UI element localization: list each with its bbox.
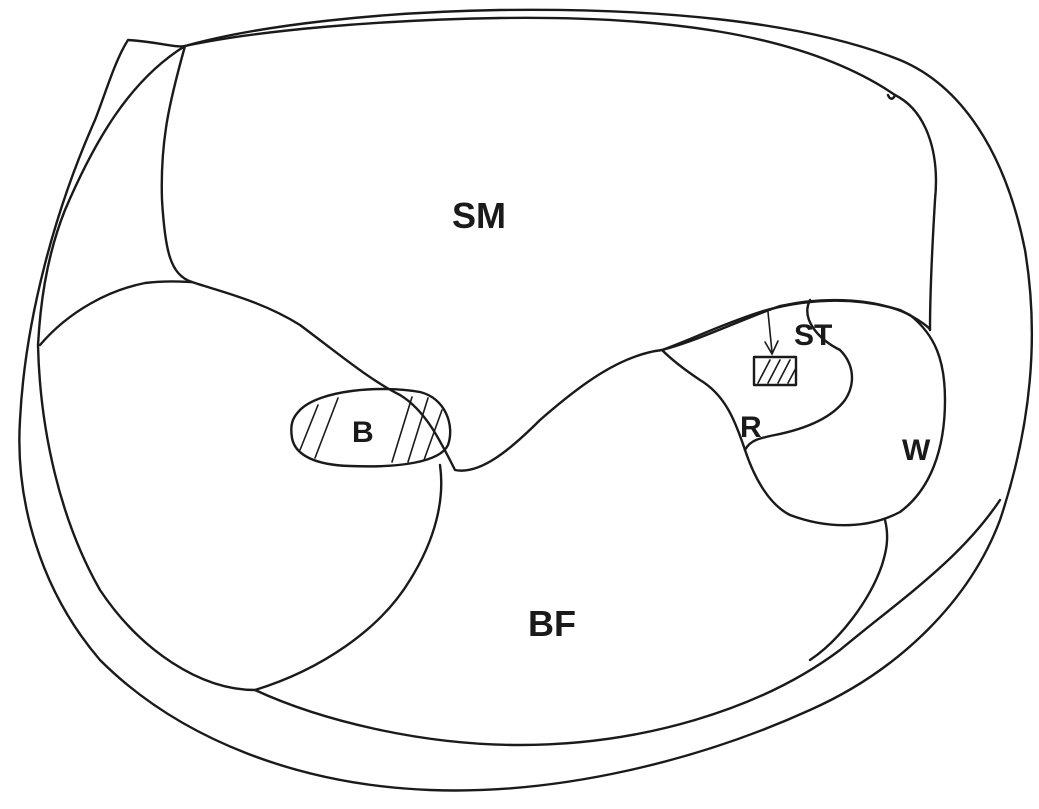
w-fascia-connector	[808, 518, 889, 662]
sample-rectangle-hatching	[757, 359, 797, 384]
label-st: ST	[794, 319, 832, 352]
sm-top-edge	[183, 16, 897, 97]
label-sm: SM	[452, 195, 506, 236]
label-bf: BF	[528, 603, 576, 644]
label-b: B	[352, 416, 374, 449]
st-w-group-outline	[660, 298, 947, 527]
sample-rectangle	[752, 355, 798, 387]
sm-muscle-outline	[160, 44, 932, 472]
b-hatching	[299, 396, 443, 463]
outer-boundary	[18, 8, 1034, 792]
label-r: R	[740, 411, 762, 444]
left-muscle-outline	[38, 280, 194, 347]
fascia-right-boundary	[893, 93, 938, 332]
arrow-icon	[764, 311, 779, 356]
b-structure-outline	[290, 387, 452, 468]
label-w: W	[902, 434, 931, 467]
st-inner-outline	[743, 298, 854, 452]
left-bf-divider	[253, 463, 443, 692]
fascia-inner-boundary	[36, 44, 1002, 747]
